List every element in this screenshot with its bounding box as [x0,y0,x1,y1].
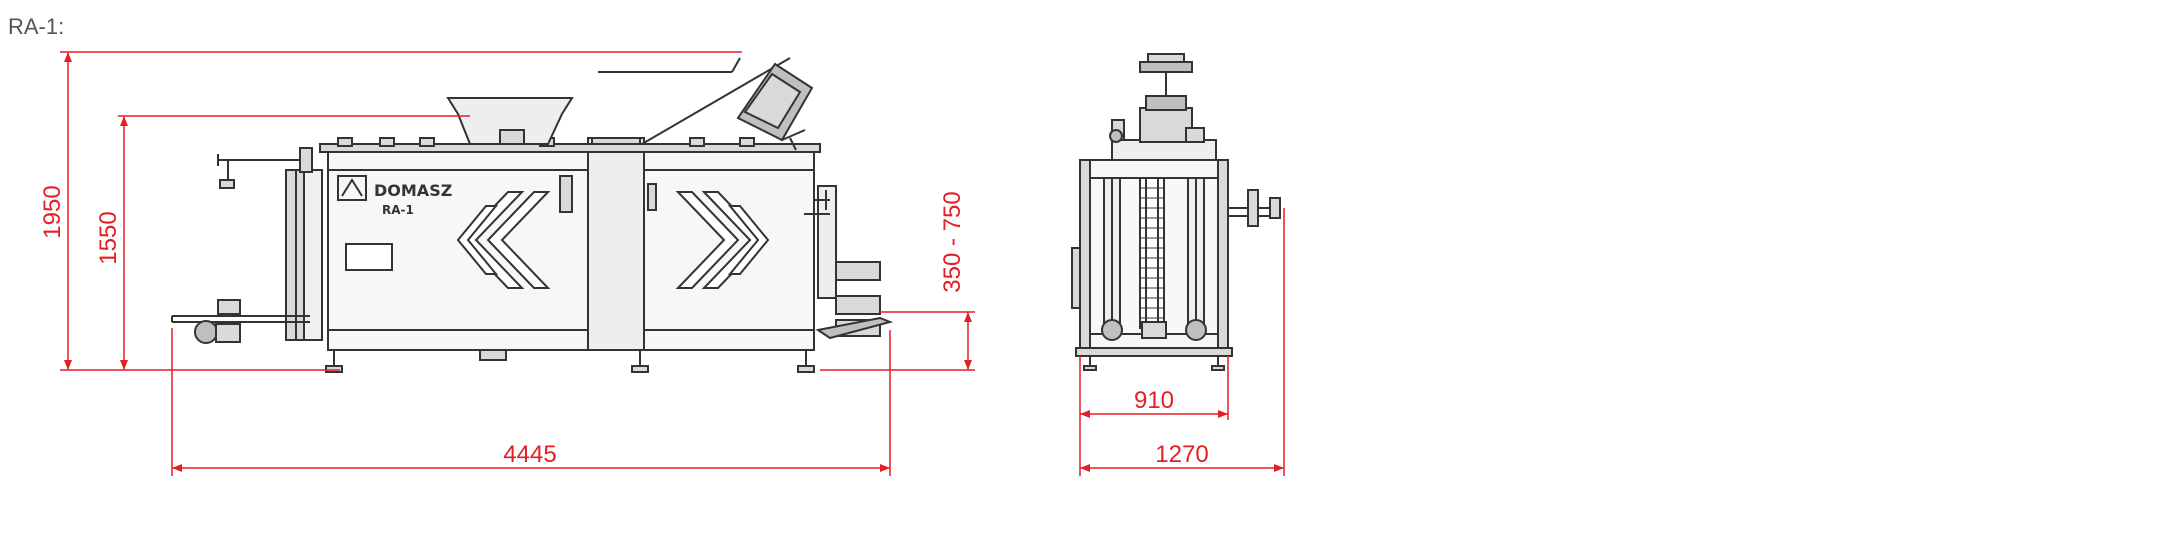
chevron-left [456,191,551,289]
domasz-logo: DOMASZ RA-1 [337,175,452,217]
chevron-right [675,191,770,289]
dim-1950: 1950 [39,185,66,238]
dim-910: 910 [1134,387,1174,414]
model-label: RA-1 [382,203,414,217]
dim-1270: 1270 [1155,441,1208,468]
dim-4445: 4445 [503,441,556,468]
dim-350-750: 350 - 750 [939,191,966,292]
dim-1550: 1550 [95,211,122,264]
side-view [171,57,894,373]
page-title: RA-1: [8,14,65,39]
front-view [1071,53,1281,371]
brand-label: DOMASZ [374,181,452,200]
dimension-lines [60,51,1285,476]
